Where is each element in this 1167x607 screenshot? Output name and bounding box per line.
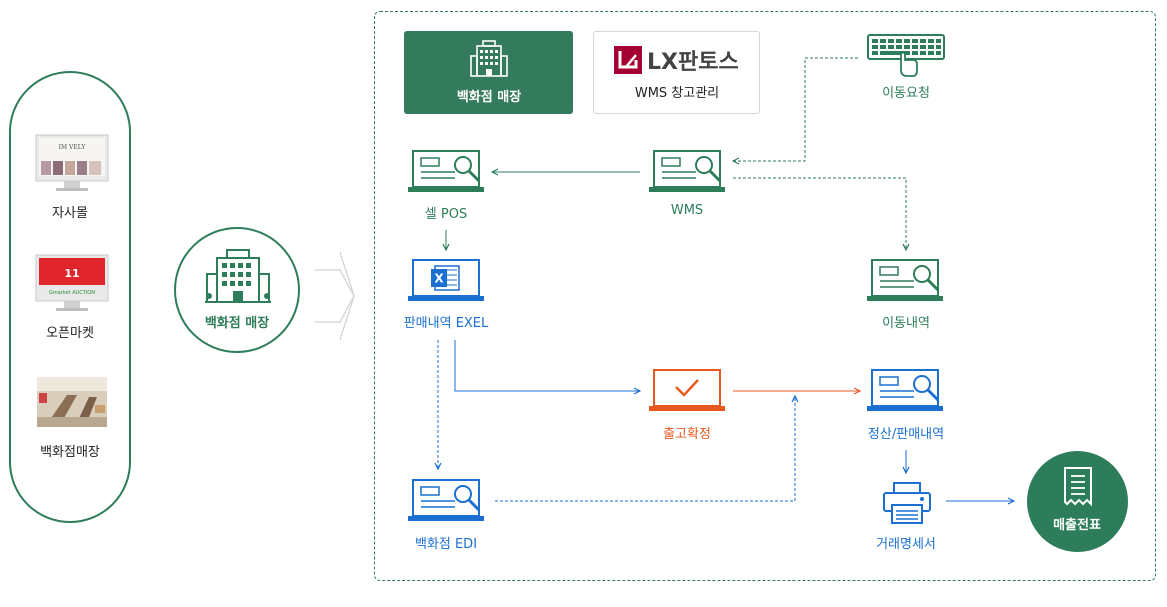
receipt-icon	[1064, 467, 1092, 507]
keyboard-hand-icon	[867, 34, 945, 77]
node-label-sales-excel: 판매내역 EXEL	[403, 316, 489, 331]
lx-logo-text: LX판토스	[647, 50, 739, 75]
open-market-monitor-icon: 11 Gmarket AUCTION	[35, 254, 109, 311]
node-label-dept-edi: 백화점 EDI	[414, 537, 478, 552]
open-market-screen-text: 11	[64, 267, 79, 280]
department-building-icon	[205, 249, 271, 303]
department-store-photo-icon	[37, 377, 107, 427]
laptop-check-icon	[649, 369, 725, 411]
dept-store-hub	[174, 227, 300, 353]
node-label-cell-pos: 셀 POS	[424, 207, 468, 222]
channel-label-dept-store: 백화점매장	[40, 445, 100, 460]
channel-panel	[9, 71, 131, 523]
flow-frame	[374, 11, 1156, 581]
edge-move-request-to-wms	[733, 57, 858, 161]
hub-label: 백화점 매장	[204, 316, 270, 331]
node-label-move-history: 이동내역	[882, 316, 930, 331]
laptop-search-icon	[408, 479, 484, 521]
laptop-search-icon	[867, 369, 943, 411]
laptop-search-icon	[867, 259, 943, 301]
node-label-move-request: 이동요청	[882, 86, 930, 101]
node-label-sales-slip: 매출전표	[1053, 518, 1101, 533]
edge-edi-to-settlement	[495, 396, 795, 502]
website-monitor-icon: IM VELY	[35, 134, 109, 191]
edge-wms-to-move-history	[733, 177, 906, 250]
channel-label-open-market: 오픈마켓	[46, 326, 94, 341]
printer-icon	[883, 482, 931, 524]
channel-label-own-mall: 자사몰	[52, 206, 88, 221]
open-market-sub-text: Gmarket AUCTION	[49, 290, 95, 296]
wms-card-label: WMS 창고관리	[634, 86, 720, 101]
flow-chevron-icon	[315, 251, 355, 341]
excel-glyph: X	[434, 272, 444, 286]
node-label-invoice: 거래명세서	[876, 537, 936, 552]
node-label-ship-confirm: 출고확정	[663, 427, 711, 442]
website-screen-text: IM VELY	[59, 144, 87, 151]
node-label-settlement: 정산/판매내역	[867, 427, 945, 442]
edge-excel-to-ship-confirm	[454, 340, 640, 391]
dept-card-label: 백화점 매장	[456, 90, 522, 105]
laptop-search-icon	[408, 150, 484, 192]
laptop-search-icon	[649, 150, 725, 192]
building-icon	[470, 40, 508, 77]
node-label-wms: WMS	[670, 203, 704, 218]
laptop-excel-icon: X	[408, 259, 484, 301]
lx-logo-icon	[614, 46, 642, 74]
